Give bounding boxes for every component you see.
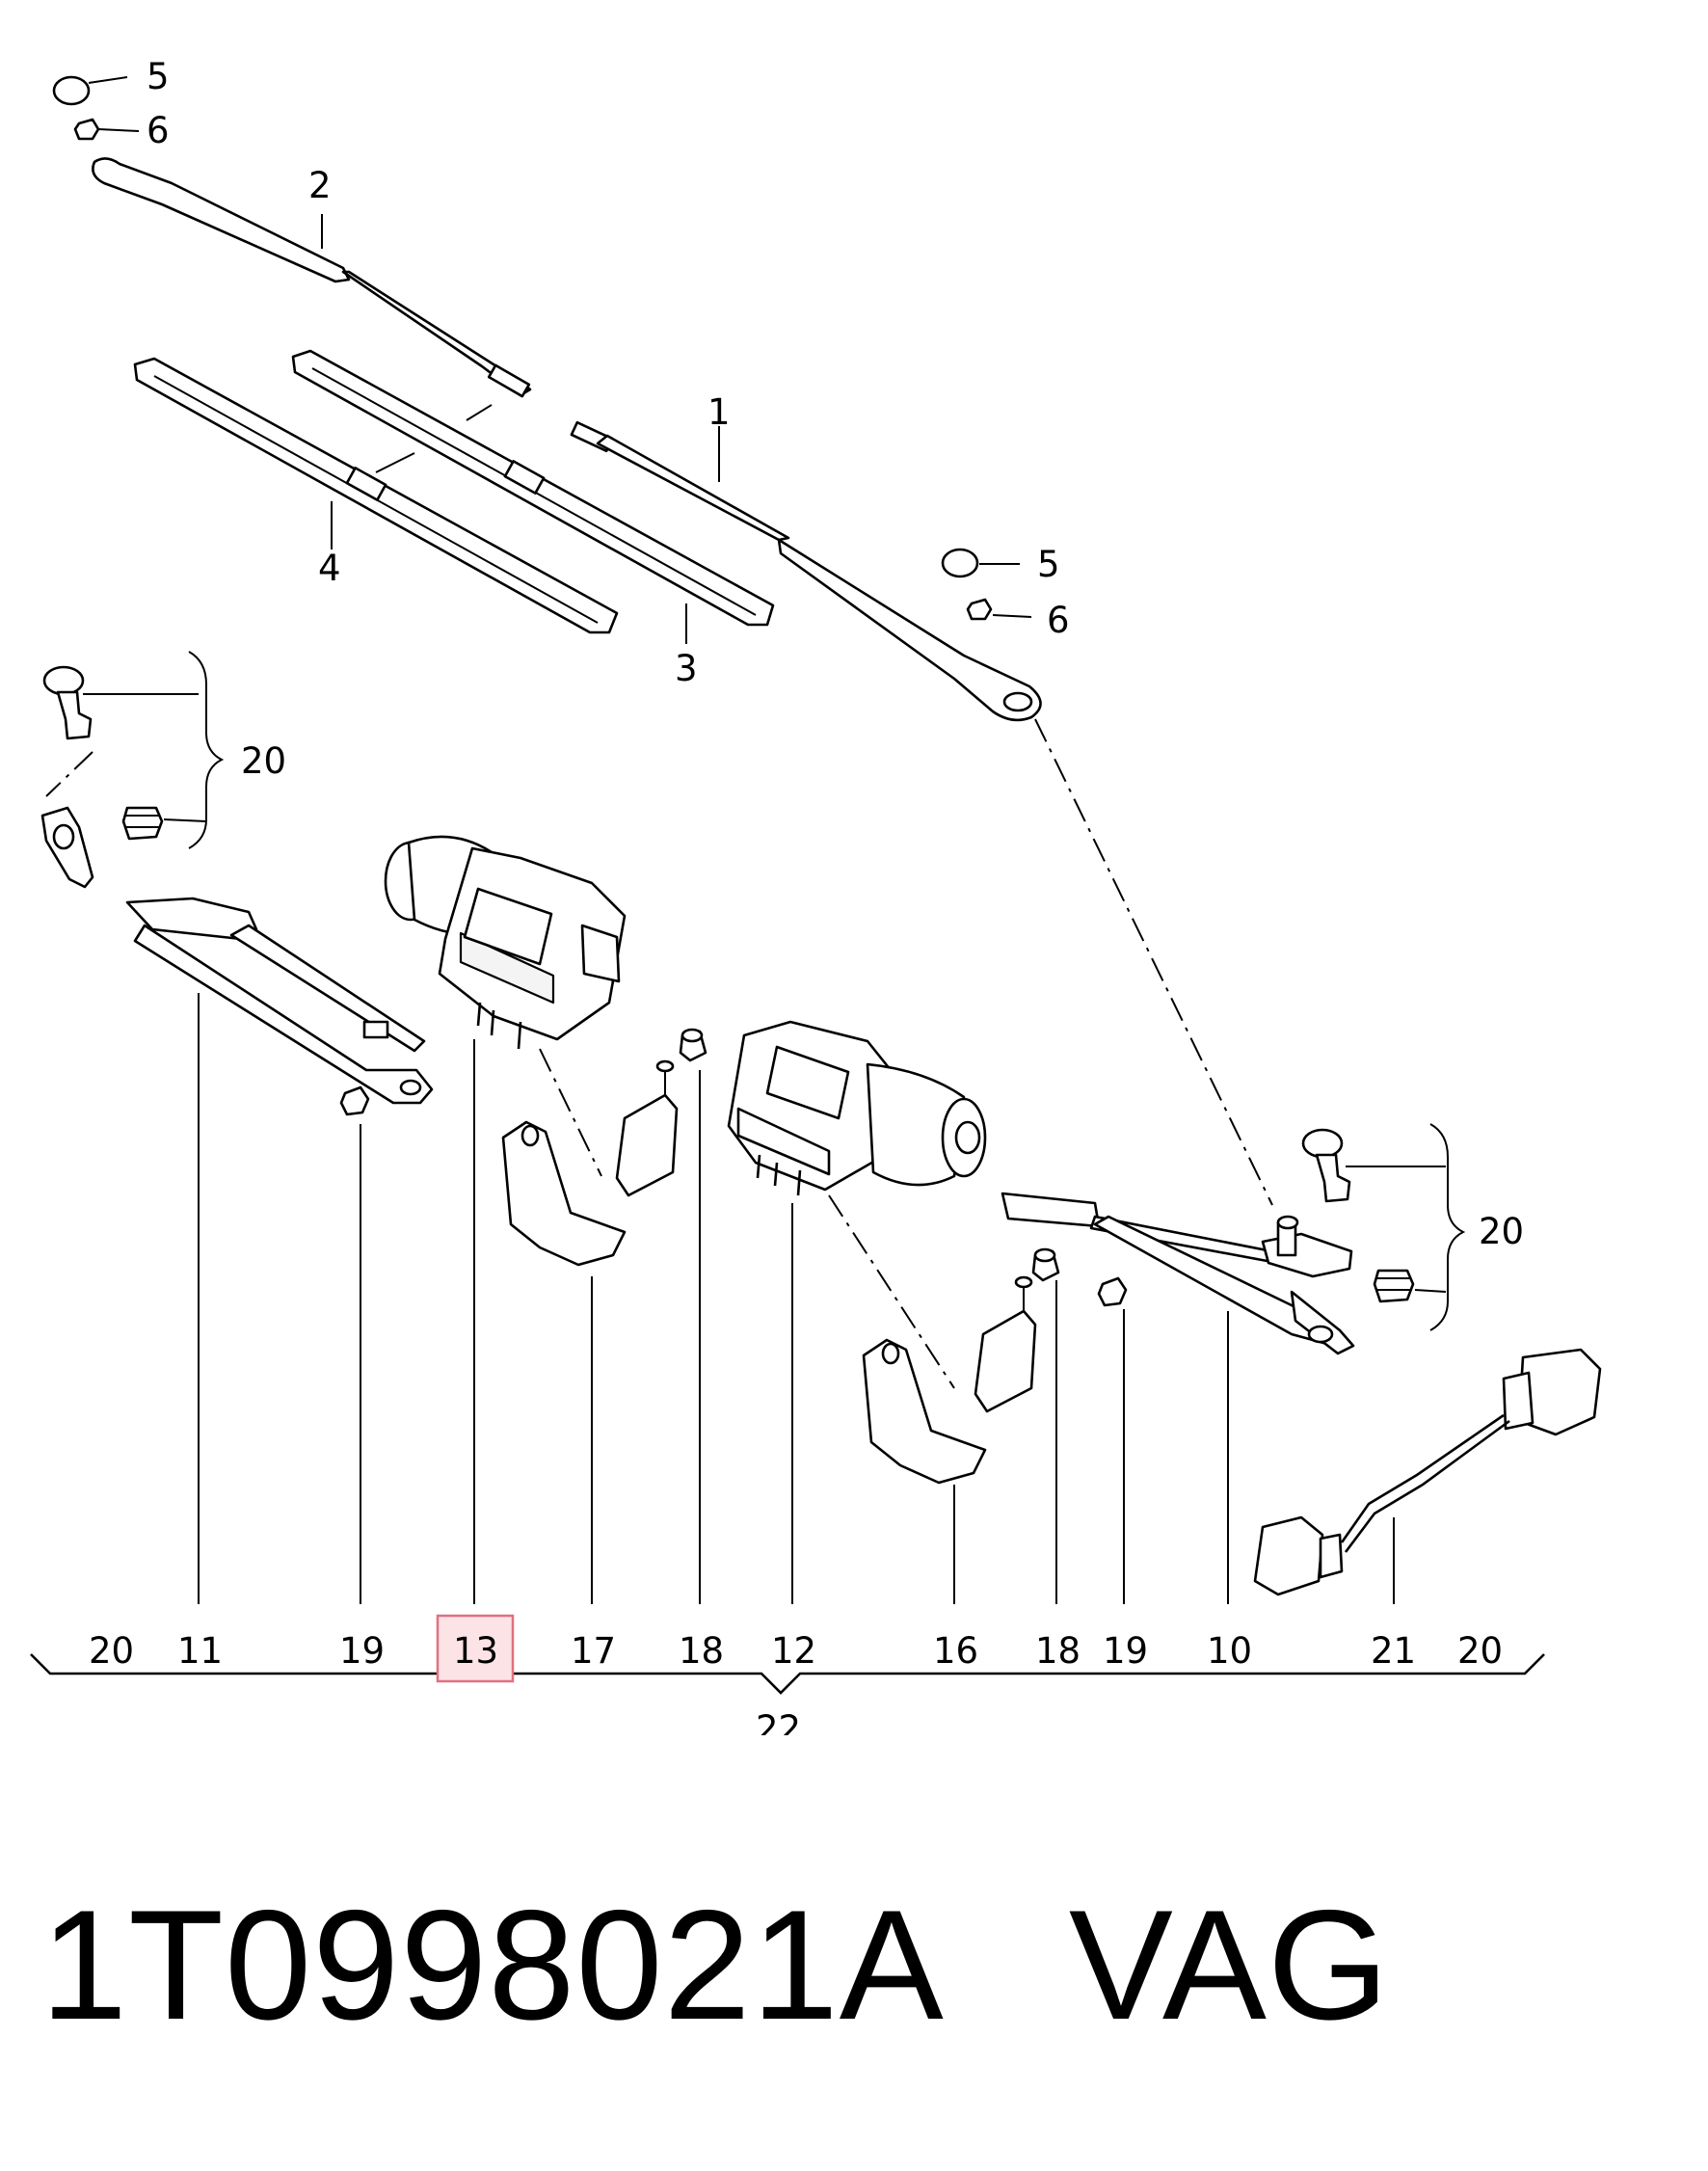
bottom-label-19-right: 19	[1103, 1630, 1148, 1672]
wiper-blade-3	[291, 349, 775, 627]
cap-5-top	[52, 75, 128, 106]
callout-4: 4	[318, 548, 341, 589]
bottom-label-12: 12	[771, 1630, 816, 1672]
wiper-arm-1	[570, 420, 1042, 722]
callout-2: 2	[308, 165, 332, 206]
bottom-label-20-right: 20	[1457, 1630, 1503, 1672]
parts-diagram: 2 5 6 1 4 3 5 6 20 20 20 11 19 13 17 18 …	[30, 56, 1602, 1735]
callout-20-left: 20	[241, 740, 286, 782]
callout-5-right: 5	[1037, 544, 1060, 585]
centerline-motor12	[828, 1194, 955, 1389]
wiper-blade-4	[133, 357, 619, 634]
bottom-label-18-left: 18	[679, 1630, 724, 1672]
wiper-arm-2	[92, 157, 532, 421]
bottom-label-19-left: 19	[339, 1630, 385, 1672]
motor-13	[384, 835, 627, 1050]
bracket-16	[862, 1275, 1037, 1485]
linkage-10	[1001, 1192, 1355, 1355]
grommet-20-left	[121, 806, 207, 841]
assembly-bracket-22	[30, 1653, 1545, 1695]
bottom-label-13: 13	[453, 1630, 498, 1672]
nut-6-top	[73, 118, 140, 141]
bracket-17	[501, 1059, 679, 1267]
callout-3: 3	[675, 648, 698, 689]
bolt-20-right	[1301, 1128, 1446, 1203]
callout-5-top: 5	[147, 56, 170, 97]
assembly-label-22: 22	[756, 1708, 801, 1735]
callout-6-top: 6	[147, 110, 170, 151]
part-number: 1T0998021A	[40, 1878, 936, 2052]
leader-lines	[198, 214, 1395, 1604]
wiring-harness-21	[1253, 1348, 1602, 1596]
nut-6-right	[966, 598, 1032, 621]
highlight-box-13	[436, 1614, 515, 1683]
linkage-11	[40, 806, 434, 1105]
centerline-left-pivot	[45, 751, 93, 797]
bolt-20-left	[42, 665, 199, 740]
grommet-20-right	[1373, 1269, 1447, 1303]
plug-18-right	[1031, 1247, 1060, 1282]
callout-6-right: 6	[1047, 600, 1070, 641]
plug-18-left	[679, 1028, 707, 1062]
bottom-label-18-right: 18	[1035, 1630, 1081, 1672]
bottom-label-16: 16	[933, 1630, 978, 1672]
cap-5-right	[941, 548, 1020, 578]
bottom-label-10: 10	[1207, 1630, 1252, 1672]
bracket-20-right	[1429, 1123, 1466, 1331]
callout-20-right: 20	[1479, 1211, 1524, 1252]
bottom-labels: 20 11 19 13 17 18 12 16 18 19 10 21 20 2…	[89, 1630, 1503, 1735]
bottom-label-17: 17	[571, 1630, 616, 1672]
centerline-motor13	[539, 1048, 602, 1177]
callouts: 2 5 6 1 4 3 5 6 20 20	[147, 56, 1524, 1252]
nut-19-right	[1097, 1276, 1128, 1307]
motor-12	[727, 1020, 987, 1196]
centerline-arm-to-pivot	[1034, 718, 1273, 1206]
bottom-label-11: 11	[177, 1630, 223, 1672]
nut-19-left	[339, 1086, 370, 1116]
bottom-label-21: 21	[1371, 1630, 1416, 1672]
brand-name: VAG	[1068, 1878, 1390, 2052]
callout-1: 1	[707, 391, 731, 433]
footer-caption: 1T0998021A VAG	[40, 1888, 1390, 2044]
bottom-label-20-left: 20	[89, 1630, 134, 1672]
bracket-20-left	[188, 651, 225, 849]
